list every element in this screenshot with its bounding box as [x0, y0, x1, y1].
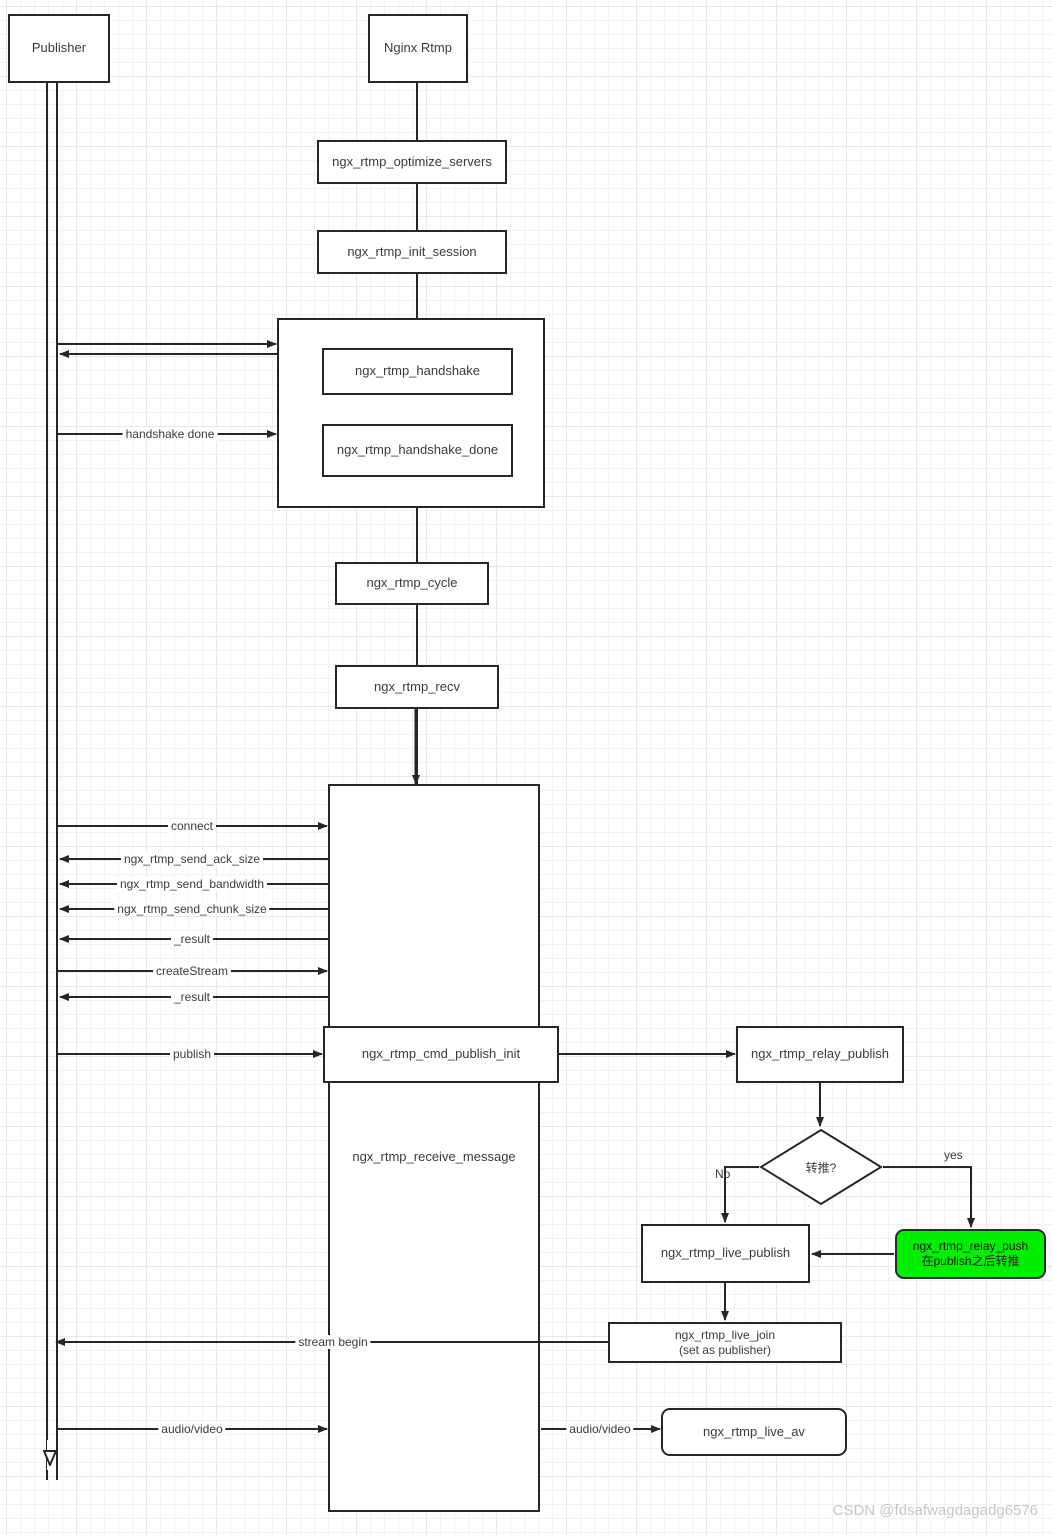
- node-label-optimize-servers: ngx_rtmp_optimize_servers: [332, 153, 492, 169]
- lifeline-publisher: [46, 83, 58, 1480]
- actor-box-publisher: Publisher: [8, 14, 110, 83]
- actor-label-publisher: Publisher: [31, 40, 87, 56]
- msg-label-connect: connect: [167, 819, 217, 833]
- msg-label-send-ack-size: ngx_rtmp_send_ack_size: [120, 852, 264, 866]
- node-cmd-publish-init: ngx_rtmp_cmd_publish_init: [323, 1026, 559, 1083]
- msg-label-audio-video-in: audio/video: [158, 1422, 226, 1436]
- node-label-handshake-done: ngx_rtmp_handshake_done: [336, 442, 499, 458]
- msg-label-create-stream: createStream: [152, 964, 232, 978]
- msg-label-result-2: _result: [170, 990, 214, 1004]
- decision-branch-label-no: No: [715, 1167, 731, 1181]
- node-label-cmd-publish-init: ngx_rtmp_cmd_publish_init: [361, 1046, 521, 1062]
- node-live-av: ngx_rtmp_live_av: [661, 1408, 847, 1456]
- node-handshake-done: ngx_rtmp_handshake_done: [322, 424, 513, 477]
- msg-label-stream-begin: stream begin: [295, 1335, 371, 1349]
- msg-label-send-bandwidth: ngx_rtmp_send_bandwidth: [116, 877, 268, 891]
- node-relay-publish: ngx_rtmp_relay_publish: [736, 1026, 904, 1083]
- node-label-init-session: ngx_rtmp_init_session: [347, 243, 477, 259]
- decision-forward-push: 转推?: [759, 1128, 883, 1206]
- node-label-relay-push-line2: 在publish之后转推: [921, 1254, 1020, 1268]
- msg-label-handshake-done: handshake done: [122, 427, 218, 441]
- arrow-decision-yes: [883, 1166, 975, 1228]
- decision-shape: [759, 1128, 883, 1206]
- actor-label-nginx-rtmp: Nginx Rtmp: [384, 40, 452, 56]
- node-label-live-publish: ngx_rtmp_live_publish: [660, 1245, 791, 1261]
- decision-label: 转推?: [805, 1160, 837, 1175]
- watermark: CSDN @fdsafwagdagadg6576: [832, 1502, 1038, 1519]
- node-label-receive-message: ngx_rtmp_receive_message: [352, 1149, 516, 1164]
- node-handshake: ngx_rtmp_handshake: [322, 348, 513, 395]
- node-optimize-servers: ngx_rtmp_optimize_servers: [317, 140, 507, 184]
- msg-label-publish: publish: [169, 1047, 215, 1061]
- node-recv: ngx_rtmp_recv: [335, 665, 499, 709]
- node-label-cycle: ngx_rtmp_cycle: [366, 575, 458, 591]
- node-init-session: ngx_rtmp_init_session: [317, 230, 507, 274]
- msg-label-result-1: _result: [170, 932, 214, 946]
- node-label-relay-publish: ngx_rtmp_relay_publish: [750, 1046, 890, 1062]
- node-cycle: ngx_rtmp_cycle: [335, 562, 489, 605]
- node-receive-message: ngx_rtmp_receive_message: [328, 784, 540, 1512]
- node-label-handshake: ngx_rtmp_handshake: [354, 363, 481, 379]
- node-label-live-av: ngx_rtmp_live_av: [703, 1423, 805, 1439]
- actor-box-nginx-rtmp: Nginx Rtmp: [368, 14, 468, 83]
- msg-label-audio-video-out: audio/video: [566, 1422, 634, 1436]
- node-label-relay-push-line1: ngx_rtmp_relay_push: [912, 1239, 1029, 1253]
- node-label-recv: ngx_rtmp_recv: [374, 678, 460, 694]
- handshake-activation-frame: [277, 318, 545, 508]
- node-relay-push: ngx_rtmp_relay_push 在publish之后转推: [895, 1229, 1046, 1279]
- msg-label-send-chunk-size: ngx_rtmp_send_chunk_size: [114, 902, 270, 916]
- node-live-join: ngx_rtmp_live_join (set as publisher): [608, 1322, 842, 1363]
- node-label-live-join-line2: (set as publisher): [678, 1342, 772, 1357]
- node-label-live-join-line1: ngx_rtmp_live_join: [674, 1327, 776, 1342]
- node-live-publish: ngx_rtmp_live_publish: [641, 1224, 810, 1283]
- decision-branch-label-yes: yes: [944, 1148, 963, 1162]
